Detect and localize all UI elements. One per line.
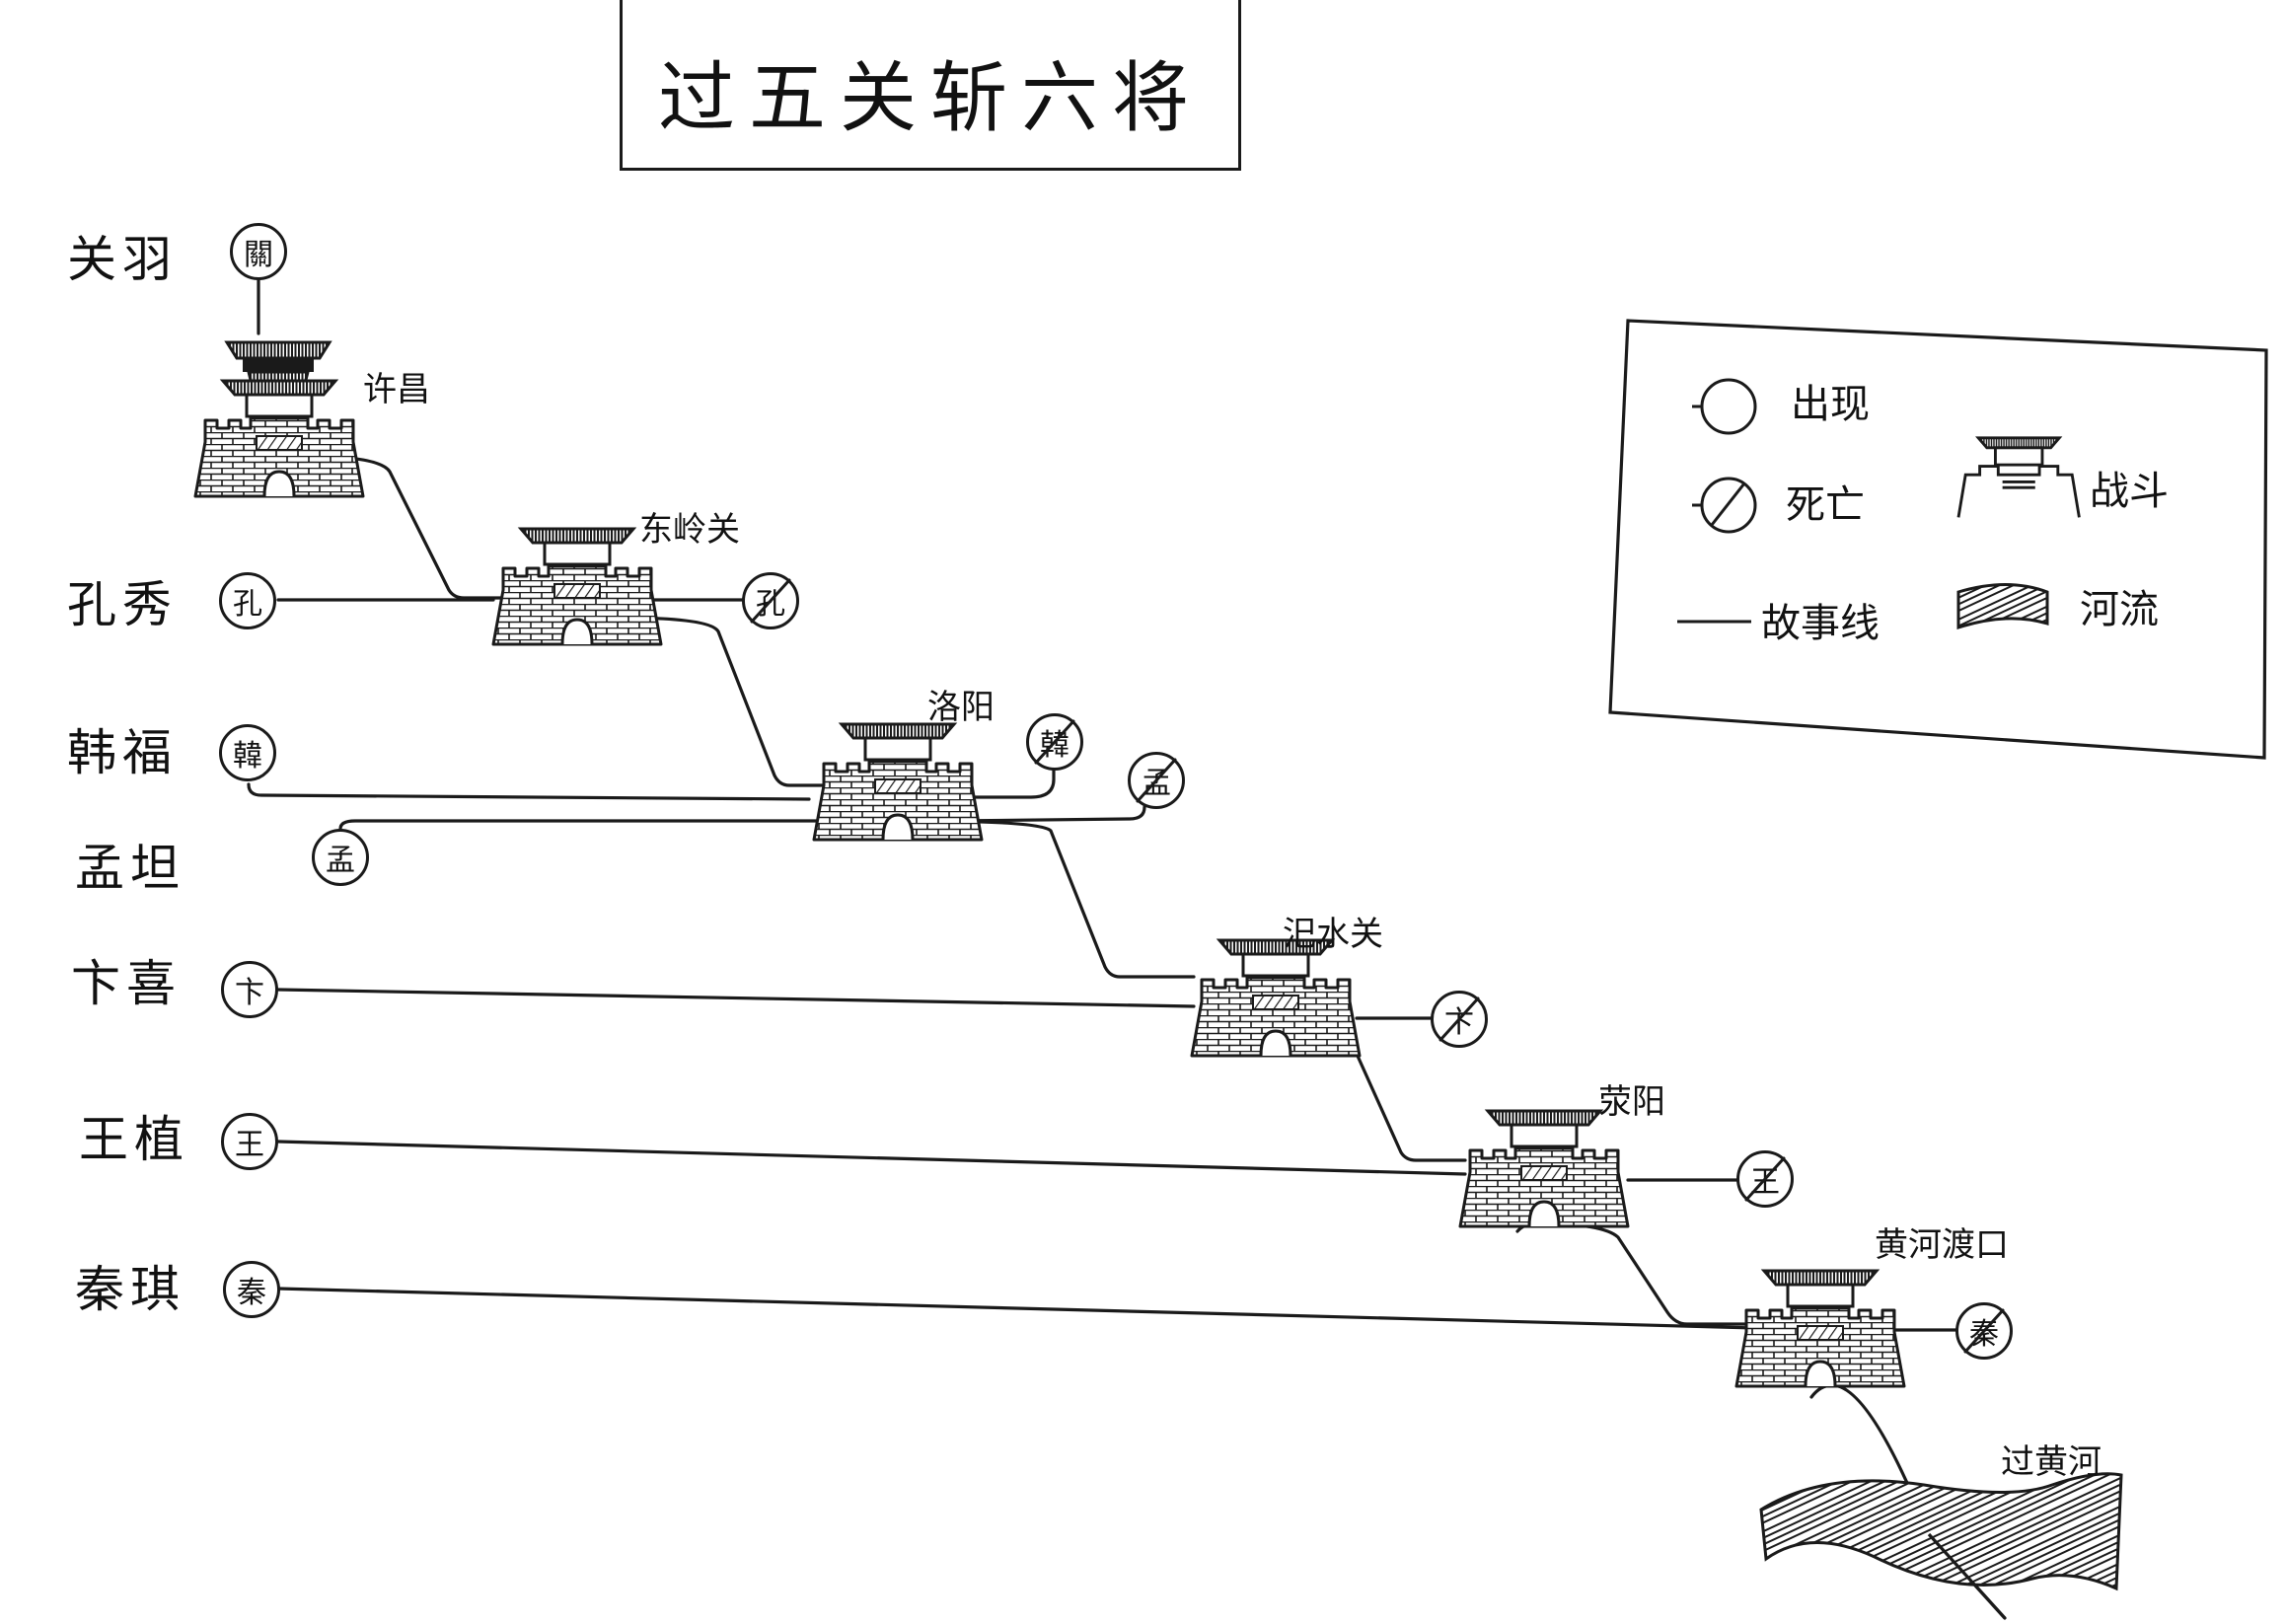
legend-river-symbol: [1956, 583, 2049, 630]
diagram-title-box: 过五关斩六将: [620, 0, 1241, 171]
guanyu-appear-marker: 關: [230, 223, 287, 280]
kongxiu-appear-marker: 孔: [219, 572, 276, 629]
diagram-title: 过五关斩六将: [657, 54, 1203, 143]
bianxi-appear-marker: 卞: [221, 961, 278, 1018]
legend-frame: [1608, 319, 2268, 760]
legend-label-death: 死亡: [1786, 482, 1865, 528]
place-label-luoyang: 洛阳: [927, 688, 995, 727]
hanfu-appear-marker: 韓: [219, 724, 276, 781]
legend-label-storyline: 故事线: [1761, 601, 1880, 646]
wangzhi-appear-marker: 王: [221, 1113, 278, 1170]
legend-label-appear: 出现: [1791, 382, 1870, 427]
character-name-qinqi: 秦琪: [75, 1261, 185, 1318]
legend-label-river: 河流: [2080, 587, 2159, 632]
character-name-mengtan: 孟坦: [75, 840, 185, 897]
yellow-river: [1759, 1472, 2123, 1591]
place-label-xingyang: 荥阳: [1598, 1082, 1665, 1122]
story-lines: [247, 278, 2007, 1620]
legend-label-battle: 战斗: [2090, 469, 2169, 514]
legend-appear-symbol: [1700, 378, 1757, 435]
mengtan-storyline: [338, 805, 1146, 841]
bianxi-storyline: [276, 988, 1436, 1020]
hanfu-storyline: [247, 768, 1056, 801]
mengtan-appear-marker: 孟: [312, 829, 369, 886]
place-label-dongling: 东岭关: [639, 510, 740, 550]
qinqi-storyline: [276, 1287, 1960, 1332]
place-label-cross-river: 过黄河: [2001, 1442, 2102, 1482]
character-name-guanyu: 关羽: [67, 231, 178, 288]
legend-death-symbol: [1700, 477, 1757, 534]
character-name-hanfu: 韩福: [67, 724, 178, 781]
wangzhi-storyline: [276, 1140, 1741, 1182]
legend-battle-symbol: [1956, 436, 2081, 518]
place-label-sishui: 汜水关: [1283, 915, 1383, 954]
place-label-huanghe-ferry: 黄河渡口: [1875, 1225, 2009, 1265]
character-name-bianxi: 卞喜: [71, 955, 182, 1012]
character-name-kongxiu: 孔秀: [67, 576, 178, 633]
qinqi-appear-marker: 秦: [223, 1261, 280, 1318]
character-name-wangzhi: 王植: [79, 1111, 189, 1168]
place-label-xuchang: 许昌: [363, 370, 430, 409]
